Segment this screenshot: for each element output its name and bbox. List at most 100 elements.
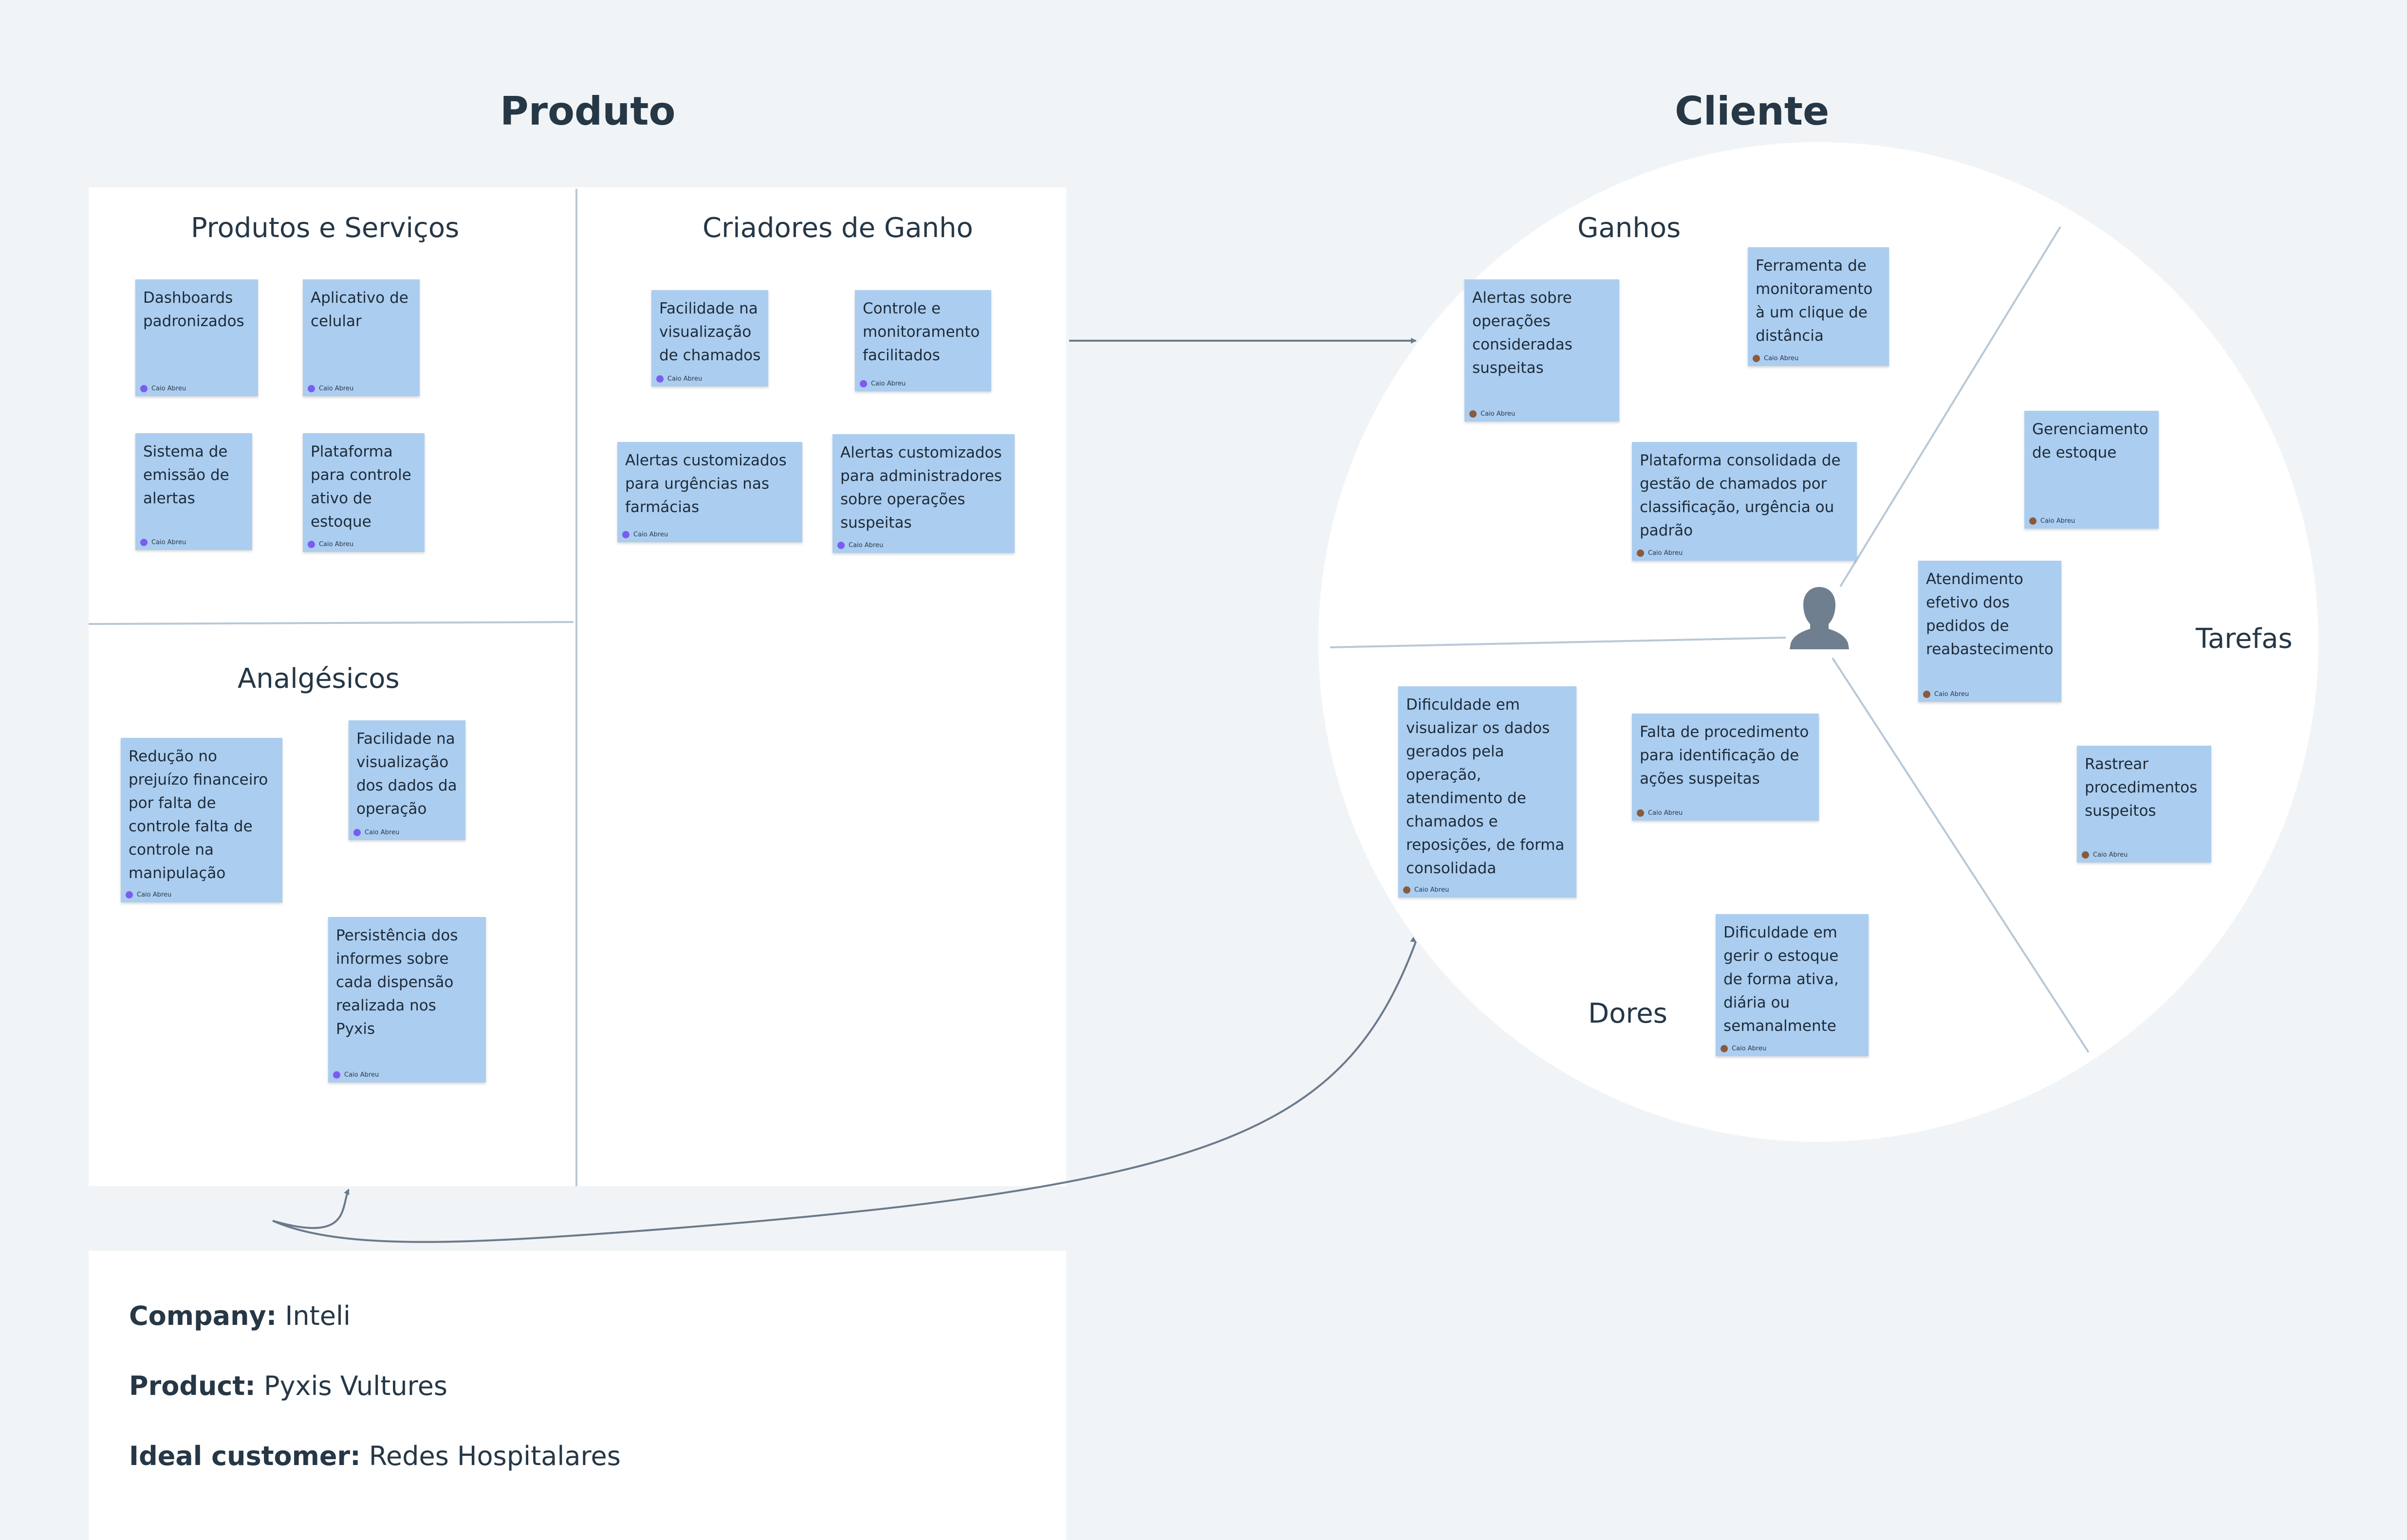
section-tarefas: Tarefas (2196, 623, 2293, 655)
customer-value: Redes Hospitalares (369, 1441, 621, 1471)
sticky-text: Alertas customizados para administradore… (840, 444, 1002, 532)
sticky-aplicativo[interactable]: Aplicativo de celular Caio Abreu (303, 279, 420, 396)
product-value: Pyxis Vultures (264, 1371, 448, 1401)
section-produtos-servicos: Produtos e Serviços (191, 212, 460, 244)
sticky-text: Aplicativo de celular (311, 289, 408, 330)
info-product: Product: Pyxis Vultures (129, 1371, 447, 1401)
sticky-text: Falta de procedimento para identificação… (1640, 723, 1809, 788)
avatar (1637, 550, 1644, 557)
company-value: Inteli (285, 1301, 351, 1331)
sticky-facilidade-chamados[interactable]: Facilidade na visualização de chamados C… (651, 290, 768, 386)
sticky-dificuldade-visualizar[interactable]: Dificuldade em visualizar os dados gerad… (1398, 686, 1576, 898)
sticky-author: Caio Abreu (1469, 410, 1515, 418)
sticky-author: Caio Abreu (126, 891, 171, 898)
sticky-text: Sistema de emissão de alertas (143, 443, 229, 507)
sticky-author: Caio Abreu (308, 385, 353, 392)
sticky-controle-monitoramento[interactable]: Controle e monitoramento facilitados Cai… (855, 290, 991, 391)
sticky-text: Alertas sobre operações consideradas sus… (1472, 289, 1573, 377)
sticky-atendimento-pedidos[interactable]: Atendimento efetivo dos pedidos de reaba… (1918, 561, 2061, 702)
info-panel (89, 1251, 1066, 1540)
sticky-sistema-alertas[interactable]: Sistema de emissão de alertas Caio Abreu (135, 433, 252, 550)
sticky-rastrear-procedimentos[interactable]: Rastrear procedimentos suspeitos Caio Ab… (2077, 746, 2211, 862)
avatar (140, 539, 148, 546)
sticky-alertas-administradores[interactable]: Alertas customizados para administradore… (833, 434, 1015, 553)
sticky-text: Controle e monitoramento facilitados (863, 300, 980, 364)
avatar (126, 891, 133, 898)
sticky-plataforma-chamados[interactable]: Plataforma consolidada de gestão de cham… (1632, 442, 1857, 561)
section-ganhos: Ganhos (1577, 212, 1681, 244)
sticky-author: Caio Abreu (353, 829, 399, 836)
company-label: Company: (129, 1301, 277, 1331)
customer-label: Ideal customer: (129, 1441, 361, 1471)
sticky-text: Facilidade na visualização de chamados (659, 300, 761, 364)
sticky-dashboards[interactable]: Dashboards padronizados Caio Abreu (135, 279, 258, 396)
sticky-text: Rastrear procedimentos suspeitos (2085, 755, 2198, 820)
sticky-falta-procedimento[interactable]: Falta de procedimento para identificação… (1632, 714, 1819, 821)
avatar (1753, 355, 1760, 362)
section-dores: Dores (1588, 998, 1667, 1029)
info-company: Company: Inteli (129, 1301, 351, 1331)
info-customer: Ideal customer: Redes Hospitalares (129, 1441, 621, 1471)
sticky-author: Caio Abreu (333, 1071, 379, 1079)
sticky-author: Caio Abreu (1637, 550, 1683, 557)
arrow-dores-to-analgesicos (272, 941, 1417, 1243)
avatar (1923, 691, 1930, 698)
sticky-author: Caio Abreu (1403, 886, 1449, 894)
sticky-author: Caio Abreu (140, 385, 186, 392)
section-criadores-ganho: Criadores de Ganho (703, 212, 973, 244)
sticky-text: Dificuldade em gerir o estoque de forma … (1723, 924, 1839, 1035)
sticky-ferramenta-monitoramento[interactable]: Ferramenta de monitoramento à um clique … (1748, 247, 1889, 366)
sticky-gerenciamento-estoque[interactable]: Gerenciamento de estoque Caio Abreu (2024, 411, 2159, 529)
sticky-author: Caio Abreu (2082, 851, 2128, 859)
customer-divider-upper (1839, 226, 2061, 587)
sticky-author: Caio Abreu (1637, 809, 1683, 817)
sticky-alertas-farmacias[interactable]: Alertas customizados para urgências nas … (617, 442, 802, 542)
section-analgesicos: Analgésicos (238, 663, 400, 695)
customer-divider-left (1330, 637, 1786, 648)
avatar (1469, 410, 1477, 418)
avatar (837, 542, 845, 549)
sticky-reducao-prejuizo[interactable]: Redução no prejuízo financeiro por falta… (121, 738, 282, 902)
avatar (2029, 517, 2037, 525)
avatar (140, 385, 148, 392)
cliente-title: Cliente (1675, 89, 1830, 134)
sticky-author: Caio Abreu (622, 531, 668, 538)
avatar (860, 380, 867, 387)
sticky-persistencia-informes[interactable]: Persistência dos informes sobre cada dis… (328, 917, 486, 1082)
sticky-text: Atendimento efetivo dos pedidos de reaba… (1926, 570, 2054, 658)
sticky-author: Caio Abreu (1721, 1045, 1766, 1052)
sticky-text: Persistência dos informes sobre cada dis… (336, 927, 458, 1038)
avatar (1637, 809, 1644, 817)
avatar (308, 541, 315, 548)
sticky-text: Alertas customizados para urgências nas … (625, 452, 787, 516)
sticky-facilidade-dados[interactable]: Facilidade na visualização dos dados da … (349, 720, 465, 840)
avatar (1721, 1045, 1728, 1052)
avatar (656, 375, 664, 383)
sticky-text: Redução no prejuízo financeiro por falta… (129, 748, 268, 882)
avatar (2082, 851, 2089, 859)
sticky-text: Facilidade na visualização dos dados da … (356, 730, 457, 818)
sticky-author: Caio Abreu (860, 380, 906, 387)
sticky-author: Caio Abreu (140, 539, 186, 546)
sticky-author: Caio Abreu (308, 541, 353, 548)
avatar (353, 829, 361, 836)
sticky-text: Dashboards padronizados (143, 289, 244, 330)
sticky-text: Plataforma consolidada de gestão de cham… (1640, 452, 1841, 539)
sticky-text: Gerenciamento de estoque (2032, 421, 2148, 461)
sticky-plataforma-estoque[interactable]: Plataforma para controle ativo de estoqu… (303, 433, 425, 552)
sticky-dificuldade-estoque[interactable]: Dificuldade em gerir o estoque de forma … (1716, 914, 1869, 1056)
sticky-author: Caio Abreu (656, 375, 702, 383)
sticky-author: Caio Abreu (1923, 691, 1969, 698)
product-divider-horizontal (88, 621, 574, 625)
avatar (1403, 886, 1410, 894)
sticky-author: Caio Abreu (2029, 517, 2075, 525)
sticky-text: Dificuldade em visualizar os dados gerad… (1406, 696, 1565, 877)
person-icon (1790, 587, 1849, 649)
avatar (308, 385, 315, 392)
sticky-alertas-suspeitas[interactable]: Alertas sobre operações consideradas sus… (1464, 279, 1619, 422)
sticky-text: Ferramenta de monitoramento à um clique … (1756, 257, 1873, 345)
customer-divider-lower (1832, 657, 2090, 1053)
produto-title: Produto (500, 89, 676, 134)
avatar (622, 531, 630, 538)
sticky-author: Caio Abreu (1753, 355, 1798, 362)
